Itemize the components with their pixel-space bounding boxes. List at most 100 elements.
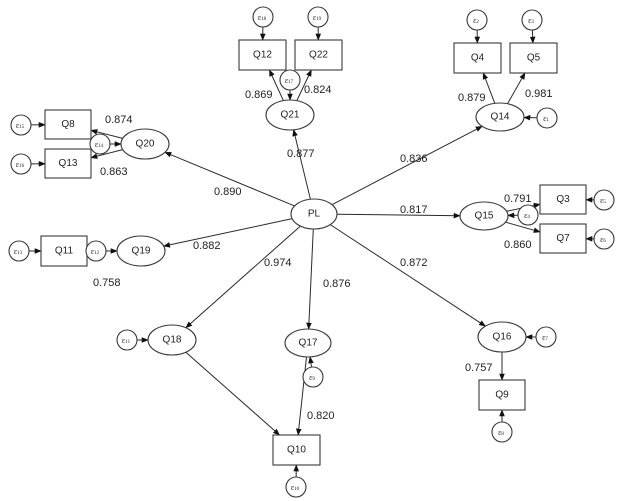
error-term-e2: ε2 bbox=[466, 9, 488, 31]
error-subscript: 13 bbox=[17, 251, 23, 256]
epsilon-symbol: ε bbox=[291, 483, 295, 492]
error-term-e14: ε14 bbox=[89, 133, 111, 155]
error-subscript: 19 bbox=[316, 17, 322, 22]
error-subscript: 4 bbox=[527, 215, 530, 220]
error-subscript: 15 bbox=[19, 125, 25, 130]
epsilon-symbol: ε bbox=[473, 16, 477, 25]
path-q15-to-q7 bbox=[505, 221, 541, 233]
latent-node-q19: Q19 bbox=[116, 235, 166, 267]
error-term-e17: ε17 bbox=[279, 69, 301, 91]
path-q14-to-q5 bbox=[507, 72, 526, 104]
observed-node-q5: Q5 bbox=[509, 42, 558, 74]
observed-node-q9: Q9 bbox=[478, 379, 526, 411]
error-subscript: 3 bbox=[531, 20, 534, 25]
observed-node-q11: Q11 bbox=[40, 235, 88, 267]
error-term-e11: ε11 bbox=[116, 329, 138, 351]
node-label: Q18 bbox=[163, 335, 182, 346]
coef-label-pl-q19: 0.882 bbox=[193, 240, 221, 252]
observed-box bbox=[44, 148, 92, 179]
observed-box bbox=[539, 223, 587, 254]
error-circle bbox=[10, 153, 32, 175]
latent-ellipse bbox=[459, 201, 509, 231]
error-label: ε13 bbox=[14, 247, 23, 256]
error-label: ε8 bbox=[498, 428, 504, 437]
error-subscript: 17 bbox=[288, 80, 294, 85]
error-circle bbox=[252, 6, 274, 28]
error-subscript: 18 bbox=[261, 17, 267, 22]
error-circle bbox=[85, 240, 107, 262]
epsilon-symbol: ε bbox=[600, 196, 604, 205]
path-pl-to-q14 bbox=[331, 125, 483, 206]
coef-label-q21-q12: 0.869 bbox=[245, 89, 273, 101]
node-label: Q15 bbox=[475, 211, 494, 222]
epsilon-symbol: ε bbox=[309, 373, 313, 382]
error-circle bbox=[517, 204, 539, 226]
coef-label-q14-q4: 0.879 bbox=[458, 92, 486, 104]
coef-label-q19-q11: 0.758 bbox=[93, 277, 121, 289]
path-pl-to-q20 bbox=[164, 151, 295, 207]
latent-ellipse bbox=[116, 235, 166, 267]
path-pl-to-q19 bbox=[163, 218, 293, 248]
coef-label-pl-q17: 0.876 bbox=[323, 278, 351, 290]
latent-node-q18: Q18 bbox=[147, 324, 197, 356]
error-circle bbox=[116, 329, 138, 351]
observed-box bbox=[294, 39, 343, 71]
error-label: ε19 bbox=[313, 13, 322, 22]
latent-ellipse bbox=[284, 328, 332, 358]
error-subscript: 6 bbox=[603, 239, 606, 244]
latent-node-q17: Q17 bbox=[284, 328, 332, 358]
path-q14-to-q4 bbox=[482, 72, 496, 104]
epsilon-symbol: ε bbox=[16, 160, 20, 169]
coef-label-q17-q10: 0.820 bbox=[307, 410, 335, 422]
latent-node-q14: Q14 bbox=[475, 102, 525, 132]
error-term-e16: ε16 bbox=[10, 153, 32, 175]
coef-label-q20-q13: 0.863 bbox=[100, 166, 128, 178]
epsilon-symbol: ε bbox=[122, 336, 126, 345]
error-label: ε15 bbox=[16, 121, 25, 130]
error-circle bbox=[307, 6, 329, 28]
error-circle bbox=[466, 9, 488, 31]
observed-box bbox=[40, 235, 88, 267]
coef-label-pl-q20: 0.890 bbox=[214, 186, 242, 198]
error-circle bbox=[593, 189, 615, 211]
observed-node-q3: Q3 bbox=[539, 184, 587, 215]
path-pl-to-q17 bbox=[306, 228, 314, 330]
error-circle bbox=[89, 133, 111, 155]
error-subscript: 12 bbox=[94, 251, 100, 256]
observed-box bbox=[539, 184, 587, 215]
latent-node-pl: PL bbox=[290, 198, 338, 230]
error-label: ε7 bbox=[542, 333, 548, 342]
node-label: Q9 bbox=[495, 390, 509, 401]
error-circle bbox=[285, 476, 307, 498]
error-label: ε2 bbox=[473, 16, 479, 25]
error-circle bbox=[8, 240, 30, 262]
epsilon-symbol: ε bbox=[528, 16, 532, 25]
node-label: Q3 bbox=[556, 194, 570, 205]
node-label: Q7 bbox=[556, 233, 570, 244]
error-term-e6: ε6 bbox=[593, 228, 615, 250]
epsilon-symbol: ε bbox=[542, 333, 546, 342]
error-label: ε18 bbox=[258, 13, 267, 22]
coef-label-pl-q15: 0.817 bbox=[400, 204, 428, 216]
coef-label-pl-q16: 0.872 bbox=[400, 257, 428, 269]
epsilon-symbol: ε bbox=[285, 76, 289, 85]
epsilon-symbol: ε bbox=[524, 211, 528, 220]
observed-box bbox=[509, 42, 558, 74]
error-label: ε6 bbox=[600, 235, 606, 244]
latent-node-q21: Q21 bbox=[265, 99, 315, 131]
error-label: ε3 bbox=[528, 16, 534, 25]
latent-node-q20: Q20 bbox=[120, 128, 170, 160]
coef-label-q15-q3: 0.791 bbox=[504, 193, 532, 205]
error-term-e8: ε8 bbox=[491, 421, 513, 443]
node-label: Q14 bbox=[491, 112, 510, 123]
path-q17-to-q10 bbox=[296, 356, 307, 436]
error-circle bbox=[536, 107, 558, 129]
error-circle bbox=[10, 114, 32, 136]
epsilon-symbol: ε bbox=[16, 121, 20, 130]
error-circle bbox=[279, 69, 301, 91]
node-label: Q16 bbox=[493, 332, 512, 343]
path-q21-to-q12 bbox=[268, 69, 284, 101]
node-label: Q10 bbox=[287, 445, 306, 456]
